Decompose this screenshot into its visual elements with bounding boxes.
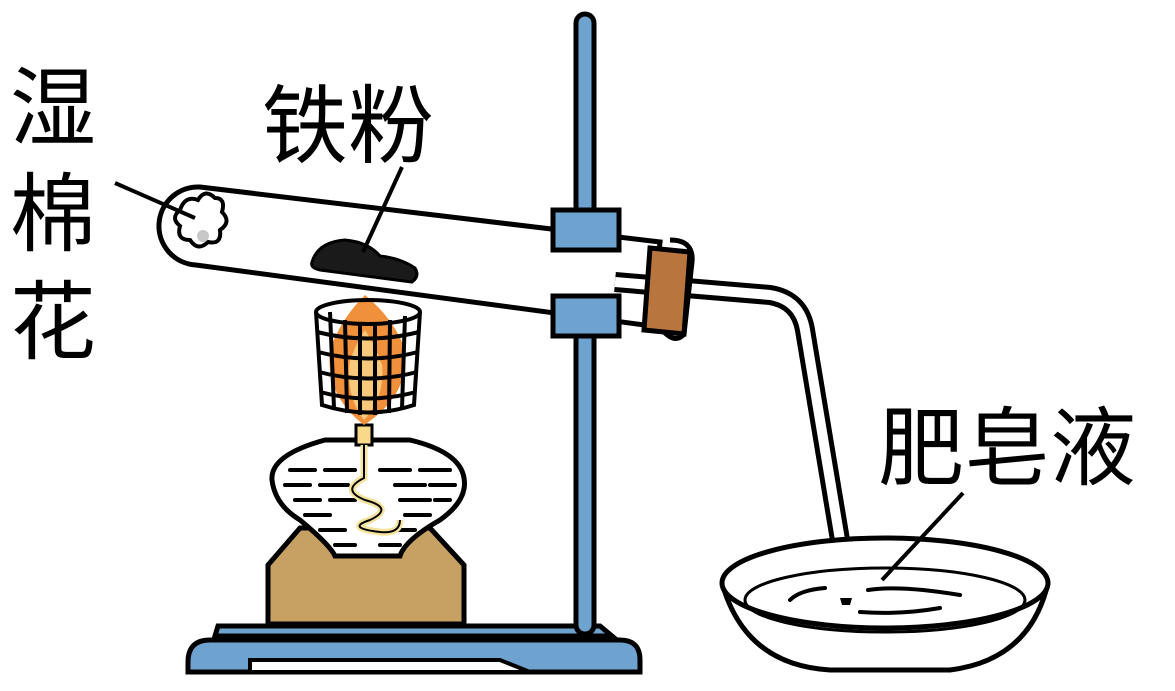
iron-powder bbox=[310, 238, 419, 284]
label-wet-cotton-3: 花 bbox=[10, 273, 96, 373]
label-iron-powder: 铁粉 bbox=[262, 77, 434, 177]
rubber-stopper bbox=[641, 237, 695, 341]
wire-gauze-cage bbox=[314, 298, 422, 415]
delivery-tube bbox=[614, 272, 860, 602]
pointer-wet-cotton bbox=[114, 181, 196, 220]
label-wet-cotton-2: 棉 bbox=[10, 165, 96, 265]
lamp-liquid bbox=[283, 468, 457, 547]
pointer-iron-powder bbox=[361, 166, 404, 253]
label-soap-solution: 肥皂液 bbox=[878, 399, 1136, 499]
alcohol-lamp bbox=[269, 423, 467, 559]
evaporating-dish bbox=[719, 535, 1051, 673]
label-wet-cotton-1: 湿 bbox=[10, 59, 96, 159]
clamp-upper bbox=[550, 207, 622, 253]
clamp-lower bbox=[550, 293, 622, 339]
wet-cotton bbox=[173, 191, 229, 249]
wooden-block bbox=[265, 525, 467, 627]
stand-base bbox=[185, 623, 643, 675]
test-tube bbox=[156, 184, 663, 329]
pointer-soap-solution bbox=[880, 491, 965, 582]
soap-ripples bbox=[788, 586, 962, 615]
